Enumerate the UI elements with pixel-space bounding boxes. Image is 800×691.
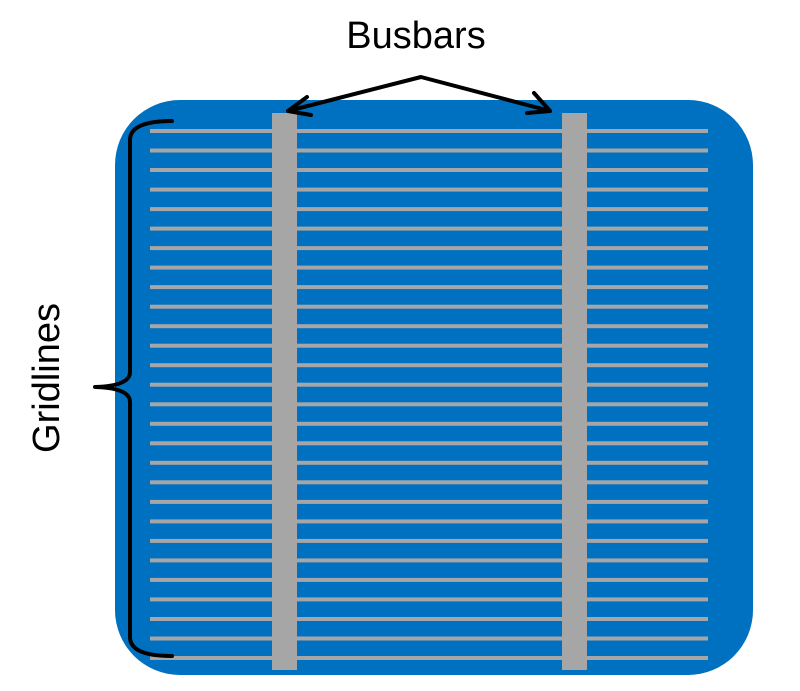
gridline [150, 246, 708, 251]
busbars-arrows [286, 75, 552, 117]
gridline [150, 363, 708, 368]
gridline [150, 226, 708, 231]
solar-cell-body [115, 100, 753, 675]
arrow-shaft [286, 75, 552, 113]
gridline [150, 148, 708, 153]
gridline [150, 207, 708, 212]
busbar-right [562, 113, 587, 670]
gridline [150, 577, 708, 582]
gridline [150, 265, 708, 270]
gridline [150, 168, 708, 172]
busbar-left [272, 113, 297, 670]
gridlines-group [150, 129, 708, 660]
arrow-head-right [525, 91, 552, 115]
gridline [150, 519, 708, 524]
gridline [150, 656, 708, 660]
gridline [150, 617, 708, 621]
gridline [150, 499, 708, 504]
busbars-label: Busbars [346, 15, 485, 57]
gridlines-brace [93, 119, 174, 658]
arrow-head-left [286, 95, 313, 117]
gridline [150, 538, 708, 543]
gridline [150, 441, 708, 446]
gridline [150, 324, 708, 329]
gridlines-label: Gridlines [26, 303, 68, 453]
gridline [150, 402, 708, 407]
gridline [150, 187, 708, 192]
gridline [150, 129, 708, 133]
gridline [150, 460, 708, 465]
gridline [150, 480, 708, 485]
gridline [150, 421, 708, 426]
gridline [150, 304, 708, 309]
gridline [150, 343, 708, 348]
gridline [150, 285, 708, 290]
gridline [150, 558, 708, 563]
gridline [150, 382, 708, 387]
gridline [150, 636, 708, 641]
gridline [150, 597, 708, 602]
